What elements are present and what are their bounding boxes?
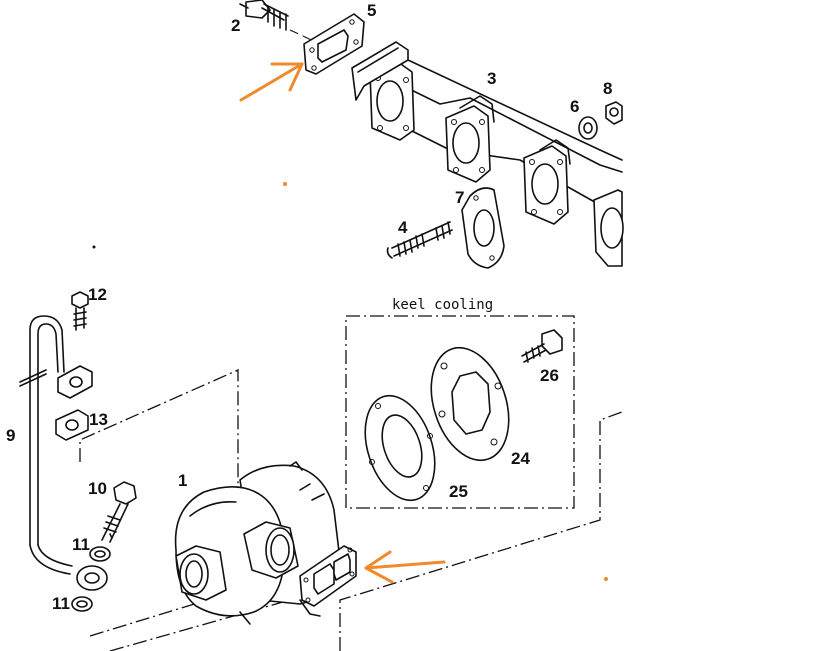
part-number-24: 24 (511, 449, 530, 468)
washer-part-6 (578, 116, 598, 140)
part-number-1: 1 (178, 471, 187, 490)
bolt-part-26 (521, 329, 563, 363)
turbo-flange-gasket (299, 545, 357, 607)
turbocharger-part-1 (174, 461, 341, 625)
banjo-fitting (57, 365, 93, 399)
assembly-boundary (79, 369, 239, 490)
exhaust-manifold (351, 41, 624, 267)
stray-mark (283, 182, 287, 186)
leader-line-2 (289, 29, 321, 45)
stud-part-4 (386, 221, 453, 259)
nut-part-8 (605, 101, 623, 125)
part-number-7: 7 (455, 188, 464, 207)
stray-mark (604, 577, 608, 581)
keel-cooling-caption: keel cooling (392, 297, 493, 313)
stray-mark (92, 245, 96, 249)
highlight-arrow-lower (364, 550, 446, 584)
part-number-10: 10 (88, 479, 107, 498)
gasket-part-5 (303, 13, 365, 75)
washer-part-11-lower (71, 596, 93, 612)
flange-part-24 (430, 346, 510, 462)
oil-pipe-part-9 (19, 315, 73, 575)
bolt-part-2 (239, 0, 289, 31)
part-number-11-upper: 11 (72, 535, 90, 554)
gasket-part-13 (55, 409, 89, 441)
keel-cooling-box (345, 315, 575, 509)
banjo-eye-lower (76, 565, 108, 591)
highlight-arrow-upper (239, 62, 304, 102)
part-number-26: 26 (540, 366, 559, 385)
part-number-4: 4 (398, 218, 408, 237)
part-number-8: 8 (603, 79, 612, 98)
assembly-boundary (339, 411, 623, 651)
part-number-6: 6 (570, 97, 579, 116)
part-number-12: 12 (88, 285, 107, 304)
part-number-25: 25 (449, 482, 468, 501)
part-number-13: 13 (89, 410, 108, 429)
gasket-part-25 (364, 394, 436, 502)
gasket-part-7 (461, 187, 505, 269)
bolt-part-10 (101, 481, 137, 543)
part-number-3: 3 (487, 69, 496, 88)
part-number-5: 5 (367, 1, 376, 20)
bolt-part-12 (71, 291, 89, 331)
part-number-9: 9 (6, 426, 15, 445)
part-number-11-lower: 11 (52, 594, 70, 613)
part-number-2: 2 (231, 16, 240, 35)
washer-part-11-upper (89, 546, 111, 562)
